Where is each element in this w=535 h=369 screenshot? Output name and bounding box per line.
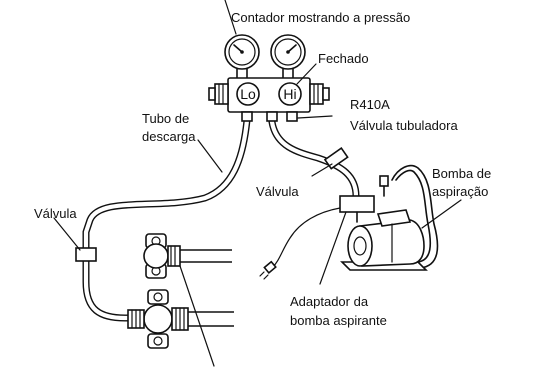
vacuum-pump-label-line2: aspiração [432,184,488,199]
refrigerant-label: R410A [350,97,390,112]
low-pressure-gauge [224,34,260,70]
lower-service-valve [127,289,234,349]
hose-lines [82,116,439,322]
vacuum-pump [339,175,428,271]
high-pressure-gauge [270,34,306,70]
pump-adapter-label-line2: bomba aspirante [290,313,387,328]
discharge-hose-label-line2: descarga [142,129,196,144]
high-side-label: Hi [283,86,296,102]
left-hose-valve [75,247,97,262]
pressure-gauge-label: Contador mostrando a pressão [231,10,410,25]
upper-hose-valve [323,147,349,170]
discharge-hose-label-line1: Tubo de [142,111,189,126]
leader-lines [53,0,462,367]
pump-adapter-label-line1: Adaptador da [290,294,369,309]
manifold-ports [241,111,298,122]
manifold-side-knobs [208,83,330,105]
left-valve-label: Válvula [34,206,77,221]
power-plug [259,260,277,280]
vacuum-pump-label-line1: Bomba de [432,166,491,181]
upper-valve-label: Válvula [256,184,299,199]
low-side-label: Lo [240,86,256,102]
high-side-valve [278,82,302,106]
closed-label: Fechado [318,51,369,66]
pump-adapter [339,195,375,213]
low-side-valve [236,82,260,106]
manifold-valve-label: Válvula tubuladora [350,118,458,133]
manifold-gauge-set [208,34,330,122]
upper-service-valve [143,233,232,279]
